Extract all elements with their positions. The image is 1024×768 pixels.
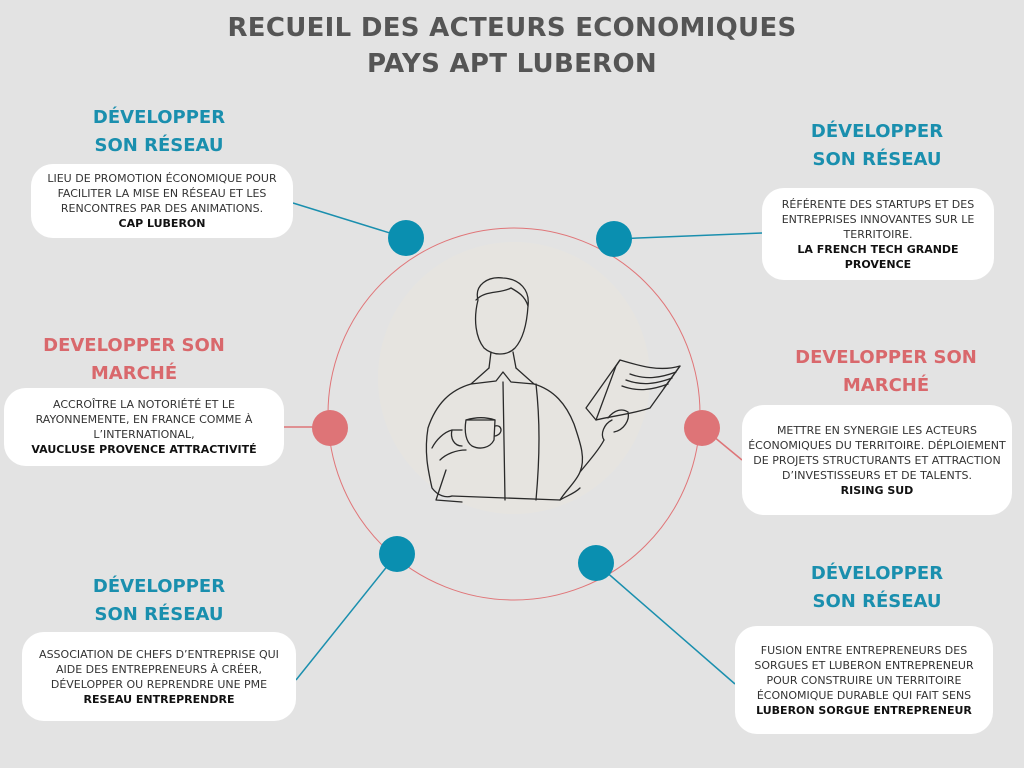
center-disc — [378, 242, 650, 514]
card-description: Association de chefs d’entreprise qui ai… — [39, 647, 279, 691]
heading-network-4: DÉVELOPPER SON RÉSEAU — [758, 560, 996, 616]
node-dot-mid-right — [684, 410, 720, 446]
card-description: Fusion entre Entrepreneurs des Sorgues e… — [754, 643, 974, 702]
node-dot-top-right — [596, 221, 632, 257]
heading-line-2: MARCHÉ — [842, 375, 930, 396]
card-organization: RISING SUD — [840, 483, 914, 497]
heading-line-1: DÉVELOPPER — [810, 121, 944, 142]
heading-line-2: SON RÉSEAU — [812, 149, 942, 170]
connector-bottom-right — [595, 562, 736, 685]
heading-line-2: SON RÉSEAU — [94, 135, 224, 156]
heading-market-2: DEVELOPPER SON MARCHÉ — [766, 344, 1006, 400]
page-title: RECUEIL DES ACTEURS ECONOMIQUES PAYS APT… — [0, 10, 1024, 82]
heading-line-2: SON RÉSEAU — [94, 604, 224, 625]
heading-line-1: DÉVELOPPER — [92, 107, 226, 128]
heading-line-1: DÉVELOPPER — [92, 576, 226, 597]
card-organization: LA FRENCH TECH GRANDE PROVENCE — [797, 242, 959, 271]
card-description: Accroître la notoriété et le rayonnement… — [35, 398, 253, 441]
man-with-book-illustration — [425, 277, 681, 503]
card-organization: VAUCLUSE PROVENCE ATTRACTIVITÉ — [31, 443, 257, 456]
heading-market-1: DEVELOPPER SON MARCHÉ — [14, 332, 254, 388]
card-description: Lieu de promotion économique pour facili… — [47, 172, 277, 215]
heading-line-2: SON RÉSEAU — [812, 591, 942, 612]
card-description: Référente des startups et des entreprise… — [781, 197, 975, 241]
card-vaucluse-provence: Accroître la notoriété et le rayonnement… — [4, 388, 284, 466]
heading-line-1: DÉVELOPPER — [810, 563, 944, 584]
node-dot-bottom-right — [578, 545, 614, 581]
heading-line-1: DEVELOPPER SON — [43, 335, 225, 356]
card-cap-luberon: Lieu de promotion économique pour facili… — [31, 164, 293, 238]
heading-line-1: DEVELOPPER SON — [795, 347, 977, 368]
card-rising-sud: Mettre en synergie les acteurs économiqu… — [742, 405, 1012, 515]
card-organization: CAP LUBERON — [118, 217, 206, 230]
card-reseau-entreprendre: Association de chefs d’entreprise qui ai… — [22, 632, 296, 721]
node-dot-mid-left — [312, 410, 348, 446]
connector-bottom-left — [295, 553, 398, 681]
card-organization: RESEAU ENTREPRENDRE — [83, 692, 235, 706]
heading-network-3: DÉVELOPPER SON RÉSEAU — [40, 573, 278, 629]
card-description: Mettre en synergie les acteurs économiqu… — [748, 423, 1006, 482]
card-luberon-sorgue: Fusion entre Entrepreneurs des Sorgues e… — [735, 626, 993, 734]
card-organization: LUBERON SORGUE ENTREPRENEUR — [756, 703, 972, 717]
title-line-2: PAYS APT LUBERON — [367, 49, 657, 79]
heading-line-2: MARCHÉ — [90, 363, 178, 384]
heading-network-1: DÉVELOPPER SON RÉSEAU — [40, 104, 278, 160]
connector-top-right — [613, 232, 763, 240]
title-line-1: RECUEIL DES ACTEURS ECONOMIQUES — [227, 13, 797, 43]
connector-top-left — [292, 202, 407, 239]
heading-network-2: DÉVELOPPER SON RÉSEAU — [758, 118, 996, 174]
node-dot-top-left — [388, 220, 424, 256]
card-french-tech: Référente des startups et des entreprise… — [762, 188, 994, 280]
node-dot-bottom-left — [379, 536, 415, 572]
